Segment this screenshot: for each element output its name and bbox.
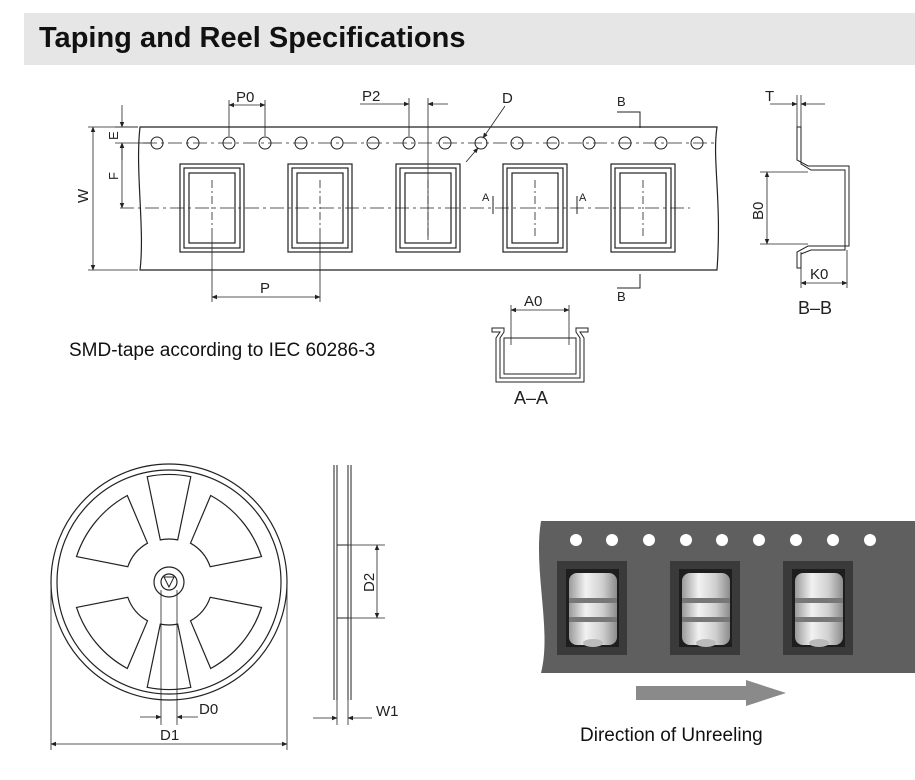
photo-pocket-3 [783,561,853,655]
reel-front-view [50,463,288,750]
section-b-marks [617,111,641,289]
label-d0: D0 [199,701,218,718]
label-d: D [502,90,513,107]
photo-pocket-1 [557,561,627,655]
label-e: E [106,131,121,140]
title-bar: Taping and Reel Specifications [24,13,915,65]
label-w: W [75,188,92,203]
section-aa-title: A–A [514,388,548,408]
label-f: F [106,172,121,180]
dim-p0 [228,100,266,136]
tape-caption: SMD-tape according to IEC 60286-3 [69,340,376,361]
label-p: P [260,280,270,297]
cavity-4 [502,163,568,253]
section-bb [760,95,850,288]
tape-body [137,126,720,271]
label-d1: D1 [160,727,179,744]
label-w1: W1 [376,703,399,720]
label-d2: D2 [361,573,378,592]
unreel-arrow-icon [636,680,786,706]
reel-side-view [313,465,385,725]
label-b0: B0 [750,202,767,220]
dim-p2 [360,98,448,240]
unreeling-caption: Direction of Unreeling [580,725,763,746]
page-title: Taping and Reel Specifications [39,22,466,54]
dim-w [88,126,138,271]
label-k0: K0 [810,266,828,283]
reel-side-labels: D2 W1 [361,573,399,720]
label-p2: P2 [362,88,380,105]
section-bb-title: B–B [798,298,832,318]
tape-top-view [88,98,720,302]
reel-labels: D0 D1 [160,701,218,744]
cavity-5 [610,163,676,253]
label-p0: P0 [236,89,254,106]
photo-holes [570,534,876,546]
section-a-marks [492,196,578,214]
sprocket-holes [150,136,704,150]
label-b-bottom: B [617,289,626,304]
photo-pocket-2 [670,561,740,655]
label-a-right: A [579,192,587,204]
section-bb-labels: T B0 K0 B–B [750,88,832,318]
section-aa-labels: A0 A–A [514,293,548,408]
tape-photo [538,521,915,706]
label-b-top: B [617,94,626,109]
dim-p [211,236,321,302]
label-a-left: A [482,192,490,204]
tape-labels: P0 P2 D B B E F W A A P [75,88,626,304]
section-aa [491,305,589,383]
label-a0: A0 [524,293,542,310]
dim-d [465,105,506,163]
label-t: T [765,88,774,105]
